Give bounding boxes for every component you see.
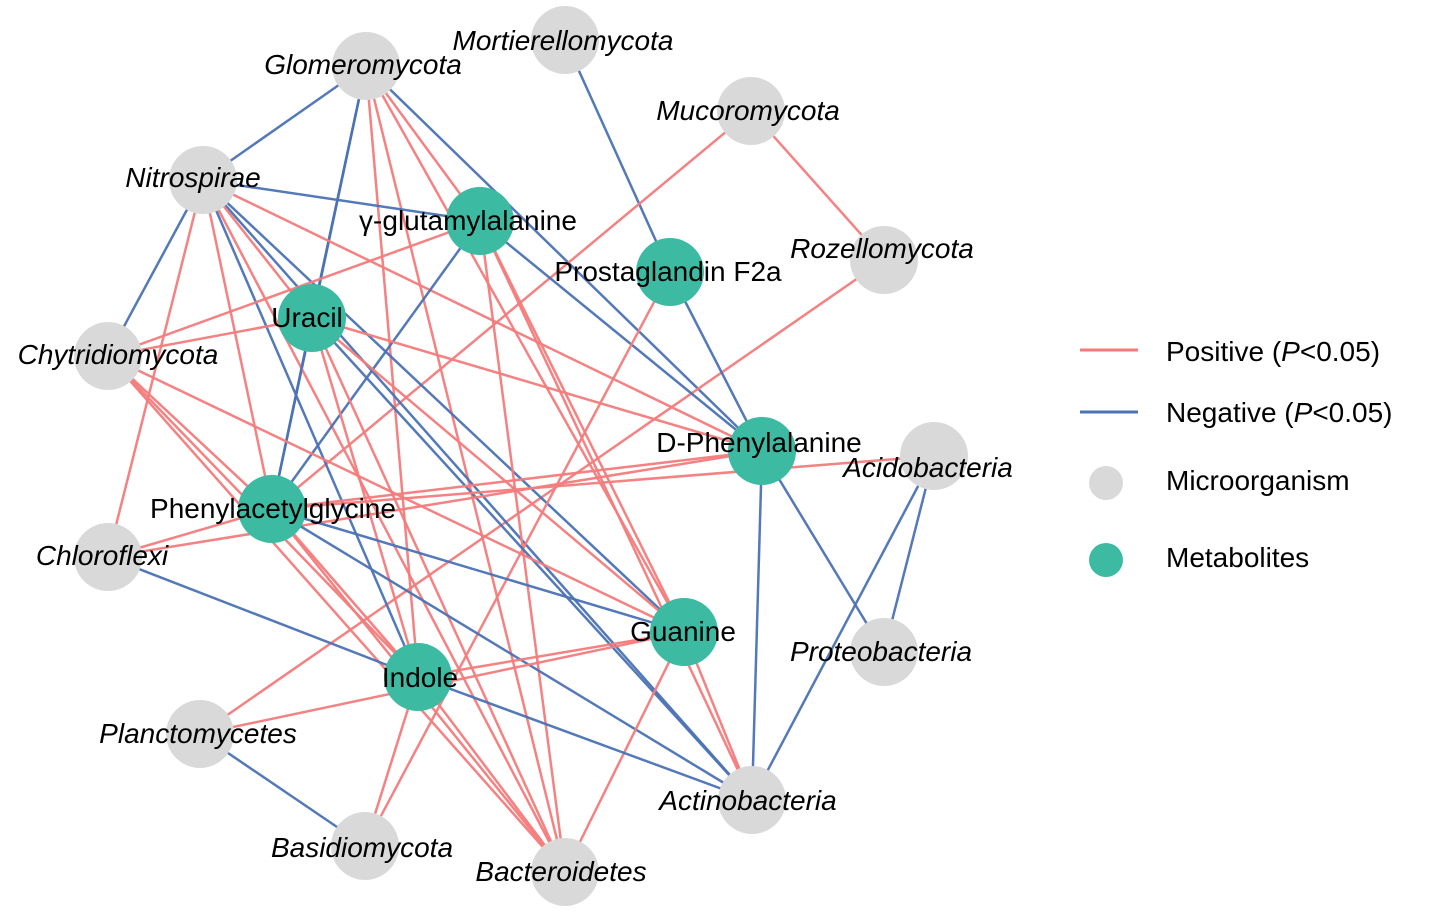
node-label-guanine: Guanine — [630, 616, 736, 647]
node-phenylalanine — [728, 417, 796, 485]
edge-phenylalanine-chloroflexi — [107, 449, 763, 559]
edge-indole-bacteroidetes — [417, 676, 566, 873]
legend-negative-prefix: Negative ( — [1166, 397, 1294, 428]
edge-nitrospirae-phenylacetylglycine — [201, 179, 274, 510]
node-label-bacteroidetes: Bacteroidetes — [475, 856, 646, 887]
node-label-rozellomycota: Rozellomycota — [790, 233, 974, 264]
edge-acidobacteria-phenylacetylglycine — [271, 454, 935, 511]
node-label-phenylacetylglycine: Phenylacetylglycine — [150, 493, 396, 524]
legend-microorganism-dot — [1089, 466, 1123, 500]
node-layer — [74, 6, 968, 906]
edge-nitrospirae-glutamylalanine — [202, 178, 481, 223]
node-proteobacteria — [850, 618, 918, 686]
node-label-planctomycetes: Planctomycetes — [99, 718, 297, 749]
legend-microorganism-label: Microorganism — [1166, 465, 1350, 496]
edge-uracil-phenylalanine — [311, 316, 763, 453]
node-guanine — [650, 598, 718, 666]
node-indole — [384, 643, 452, 711]
edge-nitrospirae-indole — [201, 179, 420, 678]
node-label-prostaglandin: Prostaglandin F2a — [554, 256, 782, 287]
node-rozellomycota — [850, 226, 918, 294]
edge-nitrospirae-bacteroidetes — [201, 179, 567, 873]
edge-glutamylalanine-phenylacetylglycine — [270, 220, 482, 510]
legend-negative-p: P — [1294, 397, 1313, 428]
edge-nitrospirae-phenylalanine — [202, 178, 763, 453]
node-label-phenylalanine: D-Phenylalanine — [656, 427, 861, 458]
edge-phenylalanine-actinobacteria — [750, 450, 764, 801]
edge-glutamylalanine-guanine — [478, 220, 686, 633]
legend-positive-prefix: Positive ( — [1166, 336, 1282, 367]
node-actinobacteria — [718, 766, 786, 834]
edge-uracil-guanine — [311, 317, 685, 633]
node-uracil — [278, 284, 346, 352]
node-glutamylalanine — [446, 187, 514, 255]
edge-mortierellomycota-prostaglandin — [563, 39, 672, 273]
legend-positive-label: Positive (P<0.05) — [1166, 336, 1380, 367]
edge-acidobacteria-actinobacteria — [750, 455, 936, 801]
label-layer: GlomeromycotaMortierellomycotaMucoromyco… — [18, 25, 1013, 887]
node-label-mortierellomycota: Mortierellomycota — [453, 25, 674, 56]
edge-phenylalanine-proteobacteria — [760, 450, 886, 653]
edge-glutamylalanine-actinobacteria — [478, 220, 754, 801]
node-label-indole: Indole — [382, 662, 458, 693]
edge-layer — [106, 39, 936, 873]
edge-chytridiomycota-bacteroidetes — [107, 355, 566, 873]
node-label-proteobacteria: Proteobacteria — [790, 636, 972, 667]
node-label-basidiomycota: Basidiomycota — [271, 832, 453, 863]
edge-nitrospirae-actinobacteria — [202, 179, 753, 801]
node-planctomycetes — [166, 700, 234, 768]
edge-indole-actinobacteria — [417, 675, 753, 802]
legend-positive-p: P — [1281, 336, 1300, 367]
edge-prostaglandin-basidiomycota — [363, 271, 672, 847]
edge-guanine-indole — [417, 630, 685, 679]
edge-glutamylalanine-chytridiomycota — [107, 219, 481, 358]
edge-uracil-bacteroidetes — [310, 317, 567, 873]
node-prostaglandin — [636, 238, 704, 306]
node-label-actinobacteria: Actinobacteria — [657, 785, 836, 816]
edge-glomeromycota-bacteroidetes — [364, 65, 567, 873]
node-label-glomeromycota: Glomeromycota — [264, 49, 462, 80]
edge-chloroflexi-indole — [107, 555, 419, 679]
node-mucoromycota — [717, 77, 785, 145]
node-glomeromycota — [332, 32, 400, 100]
edge-chytridiomycota-phenylacetylglycine — [107, 355, 273, 510]
node-label-nitrospirae: Nitrospirae — [125, 162, 260, 193]
node-mortierellomycota — [531, 6, 599, 74]
node-label-glutamylalanine: γ-glutamylalanine — [359, 205, 577, 236]
node-chloroflexi — [74, 523, 142, 591]
edge-glomeromycota-guanine — [364, 65, 686, 633]
edge-nitrospirae-guanine — [202, 179, 685, 633]
edge-glutamylalanine-phenylalanine — [479, 220, 763, 452]
legend: Positive (P<0.05) Negative (P<0.05) Micr… — [1080, 336, 1392, 577]
node-chytridiomycota — [74, 322, 142, 390]
edge-uracil-chytridiomycota — [107, 316, 313, 358]
node-phenylacetylglycine — [238, 475, 306, 543]
node-basidiomycota — [331, 812, 399, 880]
legend-negative-label: Negative (P<0.05) — [1166, 397, 1392, 428]
legend-metabolites-label: Metabolites — [1166, 542, 1309, 573]
edge-mucoromycota-phenylacetylglycine — [271, 110, 752, 510]
node-nitrospirae — [169, 146, 237, 214]
legend-metabolite-dot — [1089, 543, 1123, 577]
node-label-mucoromycota: Mucoromycota — [656, 95, 840, 126]
legend-negative-tail: <0.05) — [1312, 397, 1392, 428]
node-label-uracil: Uracil — [271, 302, 343, 333]
edge-glomeromycota-phenylalanine — [365, 65, 763, 452]
edge-phenylalanine-phenylacetylglycine — [271, 449, 763, 511]
node-label-chloroflexi: Chloroflexi — [36, 540, 169, 571]
edge-phenylacetylglycine-guanine — [271, 507, 685, 634]
node-label-acidobacteria: Acidobacteria — [841, 452, 1013, 483]
node-bacteroidetes — [531, 838, 599, 906]
node-acidobacteria — [900, 422, 968, 490]
edge-phenylacetylglycine-indole — [271, 508, 419, 678]
legend-positive-tail: <0.05) — [1300, 336, 1380, 367]
edge-nitrospirae-chloroflexi — [106, 179, 205, 558]
edge-glutamylalanine-bacteroidetes — [478, 220, 567, 873]
node-label-chytridiomycota: Chytridiomycota — [18, 339, 219, 370]
edge-phenylacetylglycine-actinobacteria — [271, 507, 753, 802]
